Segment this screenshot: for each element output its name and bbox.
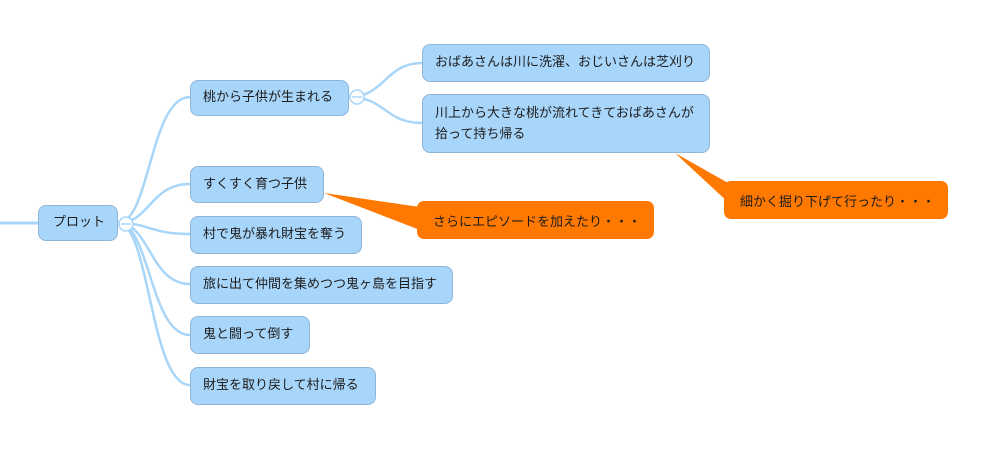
callout-add-episodes[interactable]: さらにエピソードを加えたり・・・: [417, 201, 654, 239]
branch-node-1[interactable]: 桃から子供が生まれる: [190, 80, 349, 116]
callout-dig-deeper[interactable]: 細かく掘り下げて行ったり・・・: [724, 181, 948, 219]
sub-branch-node-2[interactable]: 川上から大きな桃が流れてきておばあさんが拾って持ち帰る: [422, 94, 710, 153]
collapse-toggle-root[interactable]: [118, 216, 134, 232]
branch-node-4[interactable]: 旅に出て仲間を集めつつ鬼ヶ島を目指す: [190, 266, 453, 304]
connector-branch-1: [117, 95, 191, 225]
branch-node-6[interactable]: 財宝を取り戻して村に帰る: [190, 367, 376, 405]
branch-node-2[interactable]: すくすく育つ子供: [190, 166, 324, 203]
collapse-toggle-branch-1[interactable]: [349, 89, 365, 105]
root-node[interactable]: プロット: [38, 205, 118, 241]
connector-branch-6: [117, 221, 191, 387]
callout-pointer-2: [675, 153, 730, 204]
callout-pointer-1: [324, 193, 420, 230]
branch-node-5[interactable]: 鬼と闘って倒す: [190, 316, 310, 354]
sub-branch-node-1[interactable]: おばあさんは川に洗濯、おじいさんは芝刈り: [422, 44, 710, 82]
branch-node-3[interactable]: 村で鬼が暴れ財宝を奪う: [190, 216, 362, 254]
